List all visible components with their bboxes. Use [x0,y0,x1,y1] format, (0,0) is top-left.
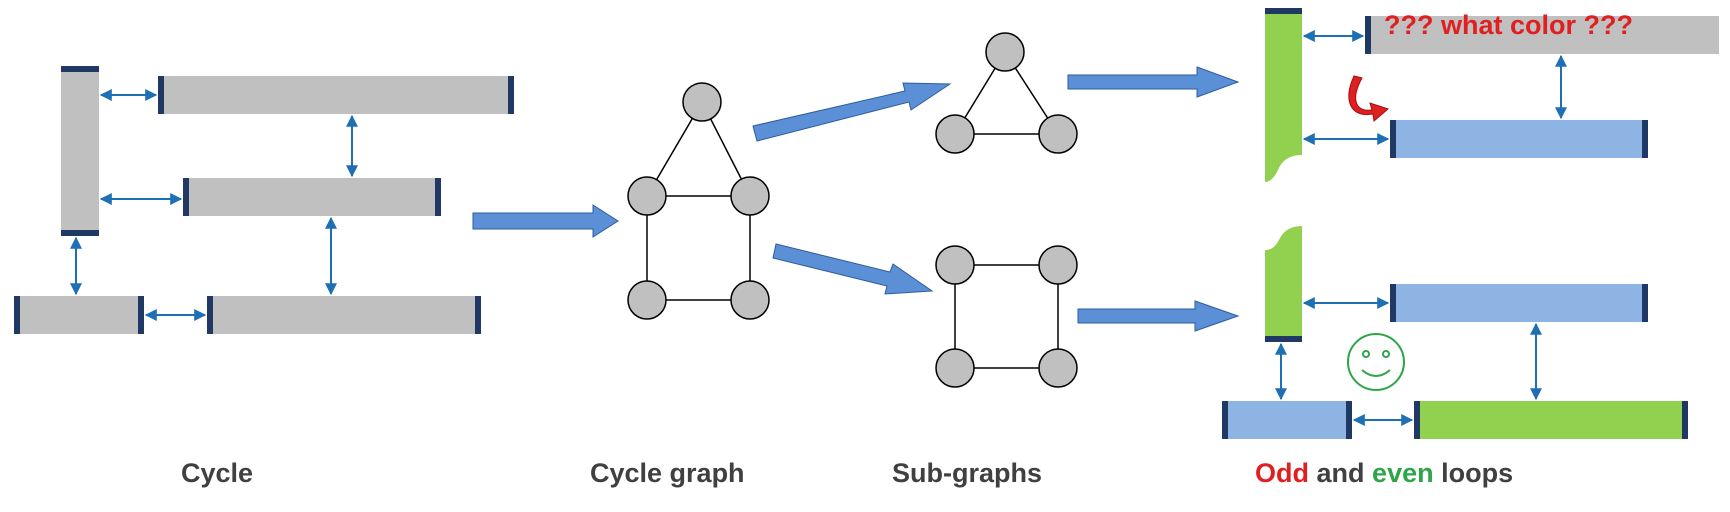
graph-node [627,280,667,320]
top-bar [158,76,514,114]
vertical-bar [61,66,99,236]
smiley-face-icon [1347,333,1405,391]
caption-loops-word: loops [1441,458,1514,488]
graph-node [1038,114,1078,154]
graph-node [682,82,722,122]
caption-even: even [1372,458,1434,488]
block-arrow [1077,300,1240,332]
block-arrow [752,82,952,142]
caption-odd: Odd [1255,458,1309,488]
curved-arrow-icon [1348,75,1389,122]
graph-node [1038,245,1078,285]
blue-bar-odd [1390,120,1648,158]
odd-loop [1265,8,1719,182]
graph-node [1038,348,1078,388]
graph-node [627,176,667,216]
graph-node [935,245,975,285]
graph-node [935,348,975,388]
caption-sub-graphs: Sub-graphs [892,458,1043,488]
question-text: ??? what color ??? [1384,10,1633,40]
caption-loops: Odd and even loops [1255,458,1513,489]
cycle-graph [627,82,770,320]
middle-bar [183,178,441,216]
cycle-panel [14,66,514,334]
caption-and: and [1316,458,1365,488]
green-bar-even [1265,226,1302,342]
blue-bar-even-top [1390,284,1648,322]
graph-node [985,32,1025,72]
graph-node [730,176,770,216]
block-arrow [472,204,619,238]
bottom-right-bar [207,296,481,334]
block-arrow [772,243,934,295]
triangle-subgraph [935,32,1078,154]
caption-cycle: Cycle [181,458,254,488]
square-subgraph [935,245,1078,388]
blue-bar-even-bottom [1222,401,1352,439]
caption-cycle-graph: Cycle graph [590,458,745,488]
graph-node [935,114,975,154]
green-bar-odd [1265,8,1302,182]
bottom-left-bar [14,296,144,334]
block-arrow [1067,66,1240,98]
question-bar [1365,16,1719,54]
green-bar-even-bottom [1414,401,1688,439]
graph-node [730,280,770,320]
cycle-connectors [70,89,358,321]
even-loop [1222,226,1688,439]
